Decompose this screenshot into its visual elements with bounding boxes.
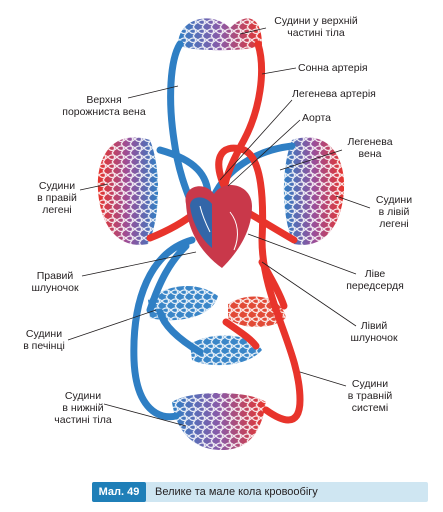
label-right-ventricle: Правий шлуночок [31,270,79,294]
figure-caption: Велике та мале кола кровообігу [155,486,318,498]
upper-body-capillaries [178,18,262,51]
inferior-vena-cava [130,236,196,421]
digestive-artery [258,258,288,310]
liver-capillaries [148,285,218,321]
label-upper-body-vessels: Судини у верхній частині тіла [274,15,358,39]
right-lung-capillaries [97,137,159,245]
label-left-ventricle: Лівий шлуночок [350,320,398,344]
portal-vein [156,308,204,356]
label-superior-vena-cava: Верхня порожниста вена [62,94,146,118]
label-pulmonary-vein: Легенева вена [347,136,393,160]
heart [185,184,252,268]
label-aorta: Аорта [302,112,331,124]
label-liver-vessels: Судини в печінці [23,328,65,352]
figure-number: Мал. 49 [92,482,146,502]
label-digestive-vessels: Судини в травній системі [347,378,393,414]
lower-body-capillaries [172,393,266,450]
carotid-artery [220,40,266,194]
intestinal-link [222,318,260,350]
label-left-lung-vessels: Судини в лівій легені [375,194,413,230]
aorta [215,144,304,424]
hepatic-vein [146,242,190,314]
label-left-atrium: Ліве передсердя [346,268,404,292]
superior-vena-cava [167,40,196,209]
caption-bar [92,482,428,502]
label-right-lung-vessels: Судини в правій легені [37,180,77,216]
leader-lines [67,27,371,427]
label-pulmonary-artery: Легенева артерія [292,88,376,100]
label-carotid-artery: Сонна артерія [298,62,368,74]
label-lower-body-vessels: Судини в нижній частині тіла [54,390,112,426]
digestive-capillaries [190,296,286,366]
pulmonary-artery-left [210,142,296,200]
right-ventricle-shape [190,197,212,248]
